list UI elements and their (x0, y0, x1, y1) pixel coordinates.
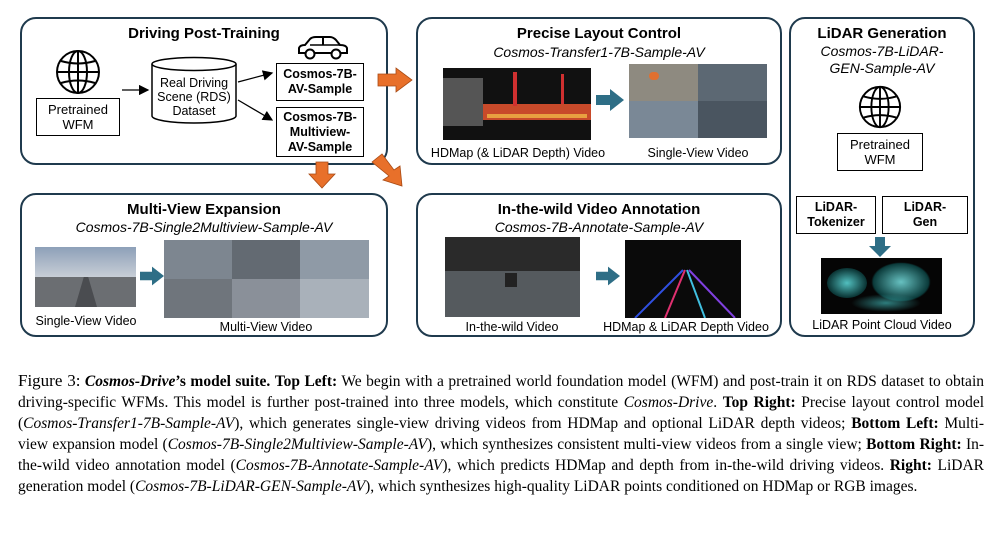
panel-title: Precise Layout Control (516, 25, 682, 42)
car-icon (298, 36, 348, 60)
annotation-output-image (625, 240, 741, 318)
panel-subtitle: Cosmos-7B-Single2Multiview-Sample-AV (75, 219, 333, 235)
caption-model-name: Cosmos-Drive (84, 373, 176, 390)
in-the-wild-video-image (445, 237, 580, 317)
figure-label: Figure 3: (18, 371, 81, 390)
dataset-label: Real Driving Scene (RDS) Dataset (157, 76, 231, 118)
caption-right-label: Right: (889, 457, 932, 474)
caption-top-right-label: Top Right: (722, 394, 796, 411)
transform-arrow-icon (596, 266, 620, 286)
annotation-output-caption: HDMap & LiDAR Depth Video (603, 320, 769, 334)
caption-period: . (713, 394, 718, 411)
panel-subtitle: Cosmos-7B-Annotate-Sample-AV (494, 219, 704, 235)
hdmap-video-image (443, 68, 591, 140)
model-av-sample-box: Cosmos-7B- AV-Sample (276, 63, 364, 101)
transform-arrow-icon (140, 266, 164, 286)
caption-text: In-the-wild video annotation model ( (18, 436, 985, 474)
panel-title: In-the-wild Video Annotation (497, 201, 701, 218)
database-icon (151, 56, 237, 124)
caption-text: Precise layout control model ( (18, 394, 985, 432)
caption-bottom-left-label: Bottom Left: (851, 415, 939, 432)
down-arrow-icon (869, 237, 891, 257)
panel-title: Multi-View Expansion (127, 201, 281, 218)
panel-title: Driving Post-Training (128, 25, 280, 42)
caption-model: Cosmos-7B-Single2Multiview-Sample-AV (167, 436, 427, 453)
caption-top-left-label: Top Left: (274, 373, 338, 390)
caption-model: Cosmos-Transfer1-7B-Sample-AV (23, 415, 235, 432)
lidar-pretrained-wfm-box: Pretrained WFM (837, 133, 923, 171)
caption-bottom-right-label: Bottom Right: (866, 436, 962, 453)
caption-text: ), which synthesizes high-quality LiDAR … (365, 478, 918, 495)
multi-view-input-caption: Single-View Video (35, 314, 137, 328)
lidar-tokenizer-box: LiDAR- Tokenizer (796, 196, 876, 234)
pretrained-wfm-box: Pretrained WFM (36, 98, 120, 136)
caption-model: Cosmos-7B-Annotate-Sample-AV (235, 457, 443, 474)
caption-top-left-text: We begin with a pretrained world foundat… (18, 373, 984, 411)
caption-suite-name: Cosmos-Drive (623, 394, 714, 411)
model-multiview-av-sample-box: Cosmos-7B- Multiview- AV-Sample (276, 107, 364, 157)
multi-view-input-image (35, 247, 136, 307)
globe-icon (858, 85, 902, 129)
panel-title: LiDAR Generation (817, 25, 947, 42)
in-the-wild-video-caption: In-the-wild Video (465, 320, 559, 334)
multi-view-output-caption: Multi-View Video (219, 320, 313, 334)
single-view-video-image (629, 64, 767, 138)
caption-title: ’s model suite. (175, 373, 271, 390)
lidar-gen-box: LiDAR- Gen (882, 196, 968, 234)
lidar-point-cloud-caption: LiDAR Point Cloud Video (812, 318, 952, 332)
multi-view-output-image (164, 240, 369, 318)
lidar-point-cloud-image (821, 258, 942, 314)
transform-arrow-icon (596, 89, 624, 111)
single-view-video-caption: Single-View Video (647, 146, 749, 160)
caption-text: Multi-view expansion model ( (18, 415, 984, 453)
arrow-to-multi-view (308, 161, 336, 189)
caption-text: ), which generates single-view driving v… (234, 415, 846, 432)
caption-text: LiDAR generation model ( (18, 457, 984, 495)
caption-text: ), which predicts HDMap and depth from i… (442, 457, 885, 474)
hdmap-video-caption: HDMap (& LiDAR Depth) Video (430, 146, 606, 160)
figure-caption: Figure 3: Cosmos-Drive’s model suite. To… (18, 370, 984, 497)
caption-model: Cosmos-7B-LiDAR-GEN-Sample-AV (135, 478, 366, 495)
caption-text: ), which synthesizes consistent multi-vi… (426, 436, 862, 453)
panel-subtitle: Cosmos-Transfer1-7B-Sample-AV (493, 44, 705, 60)
globe-icon (56, 50, 100, 94)
panel-lidar-generation: LiDAR Generation Cosmos-7B-LiDAR- GEN-Sa… (789, 17, 975, 337)
panel-subtitle: Cosmos-7B-LiDAR- GEN-Sample-AV (820, 43, 944, 76)
